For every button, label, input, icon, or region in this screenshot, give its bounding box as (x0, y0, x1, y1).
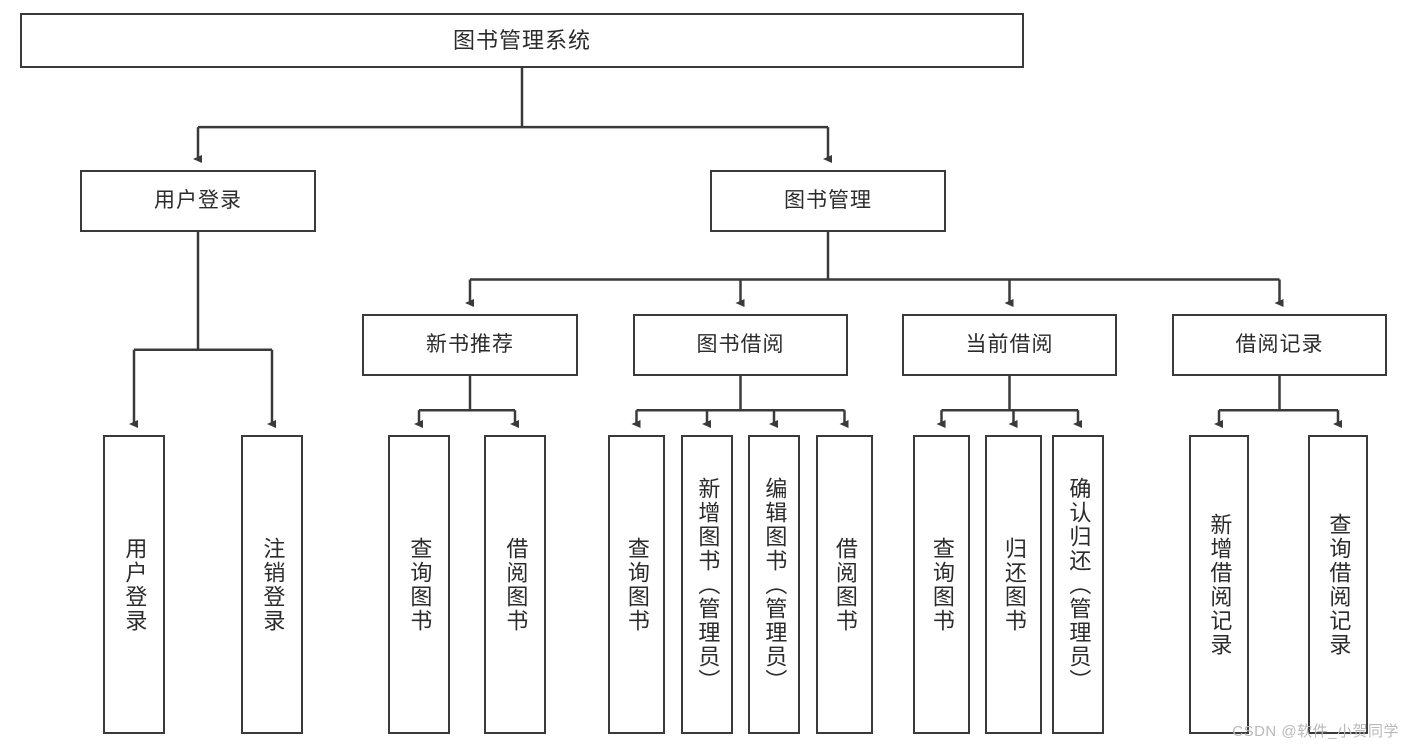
node-label: 归还图书 (1001, 536, 1027, 633)
node-label: 新书推荐 (426, 332, 514, 356)
node-l2[interactable]: 注销登录 (241, 435, 303, 734)
node-label: 查询借阅记录 (1326, 512, 1352, 657)
node-root[interactable]: 图书管理系统 (20, 13, 1024, 68)
node-l13[interactable]: 查询借阅记录 (1308, 435, 1368, 734)
node-newbook[interactable]: 新书推荐 (362, 314, 578, 376)
node-l6[interactable]: 新增图书（管理员） (681, 435, 733, 734)
node-l1[interactable]: 用户登录 (103, 435, 165, 734)
node-label: 当前借阅 (965, 332, 1054, 356)
node-l3[interactable]: 查询图书 (388, 435, 450, 734)
node-label: 注销登录 (260, 536, 286, 633)
node-label: 查询图书 (929, 536, 955, 633)
node-label: 图书借阅 (696, 332, 785, 356)
node-label: 查询图书 (407, 536, 433, 633)
node-label: 用户登录 (154, 188, 242, 212)
node-l8[interactable]: 借阅图书 (816, 435, 873, 734)
node-label: 图书管理系统 (452, 27, 591, 53)
node-label: 借阅记录 (1235, 332, 1324, 356)
node-label: 用户登录 (122, 536, 148, 633)
node-label: 新增借阅记录 (1207, 512, 1233, 657)
node-l4[interactable]: 借阅图书 (484, 435, 546, 734)
watermark-label: CSDN @软件_小贺同学 (1232, 723, 1399, 740)
node-l9[interactable]: 查询图书 (913, 435, 970, 734)
node-label: 确认归还（管理员） (1066, 476, 1092, 693)
node-label: 图书管理 (784, 188, 872, 212)
node-bookmgmt[interactable]: 图书管理 (710, 170, 946, 232)
node-label: 借阅图书 (832, 536, 858, 633)
node-l7[interactable]: 编辑图书（管理员） (748, 435, 800, 734)
node-l10[interactable]: 归还图书 (985, 435, 1042, 734)
node-records[interactable]: 借阅记录 (1172, 314, 1387, 376)
node-borrow[interactable]: 图书借阅 (633, 314, 848, 376)
node-label: 借阅图书 (503, 536, 529, 633)
node-label: 新增图书（管理员） (695, 476, 721, 693)
node-login[interactable]: 用户登录 (80, 170, 316, 232)
node-l11[interactable]: 确认归还（管理员） (1052, 435, 1104, 734)
node-current[interactable]: 当前借阅 (902, 314, 1117, 376)
node-label: 查询图书 (624, 536, 650, 633)
node-l12[interactable]: 新增借阅记录 (1189, 435, 1249, 734)
node-label: 编辑图书（管理员） (762, 476, 788, 693)
node-l5[interactable]: 查询图书 (608, 435, 665, 734)
